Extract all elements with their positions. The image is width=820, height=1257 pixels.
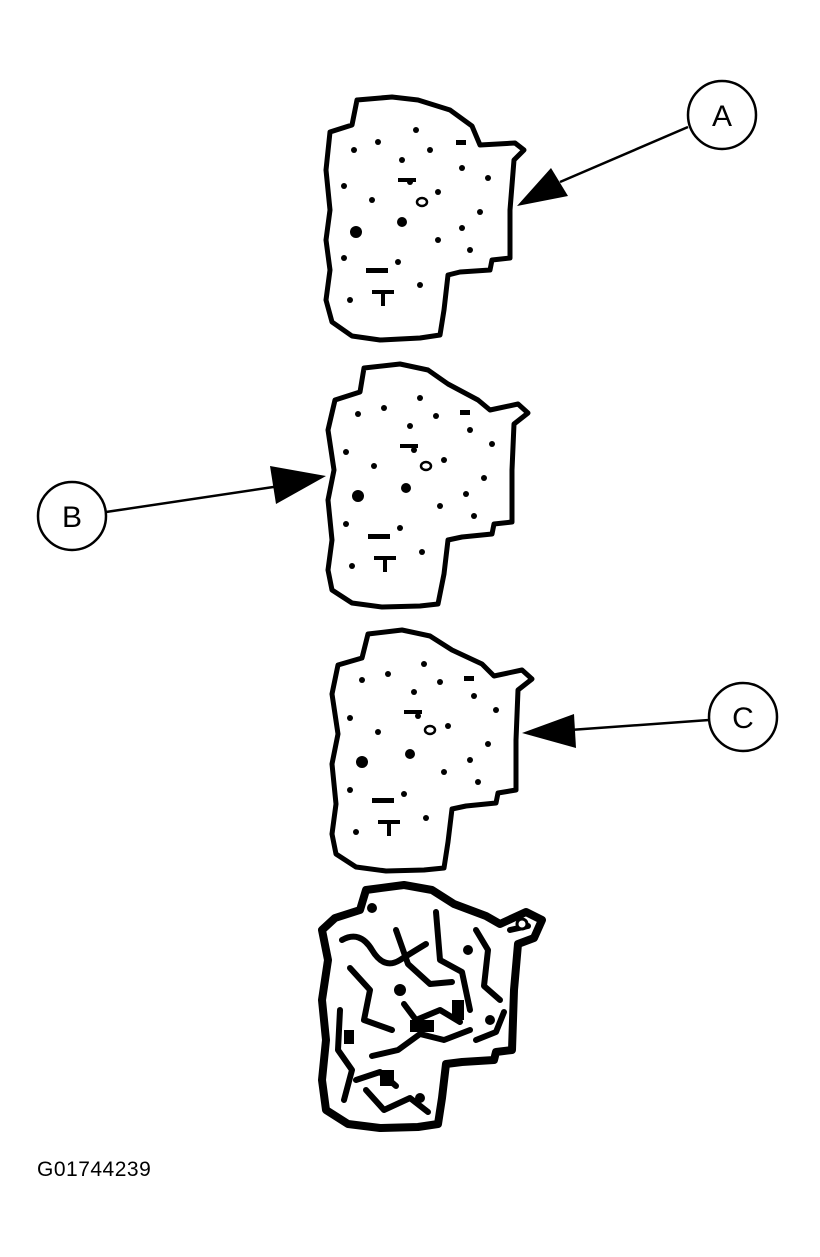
gasket-b bbox=[325, 361, 531, 610]
figure-id: G01744239 bbox=[37, 1158, 152, 1181]
gasket-a bbox=[323, 94, 527, 343]
callout-a-bubble bbox=[686, 79, 758, 151]
callout-a: A bbox=[517, 79, 758, 206]
callout-a-arrowhead bbox=[517, 168, 568, 206]
callout-b-arrowhead bbox=[270, 466, 326, 504]
callout-b-bubble bbox=[36, 480, 108, 552]
callout-c-leader bbox=[569, 718, 710, 732]
callout-b-leader bbox=[105, 484, 281, 514]
callout-c-bubble bbox=[707, 681, 779, 753]
gasket-c bbox=[329, 627, 535, 874]
callout-b-label: B bbox=[62, 501, 82, 534]
callout-c-label: C bbox=[732, 702, 754, 735]
callout-a-label: A bbox=[712, 100, 732, 133]
callout-c: C bbox=[522, 681, 779, 753]
valve-body bbox=[318, 881, 546, 1132]
callout-c-arrowhead bbox=[522, 714, 576, 748]
callout-b: B bbox=[36, 466, 326, 552]
callout-a-leader bbox=[559, 125, 689, 184]
